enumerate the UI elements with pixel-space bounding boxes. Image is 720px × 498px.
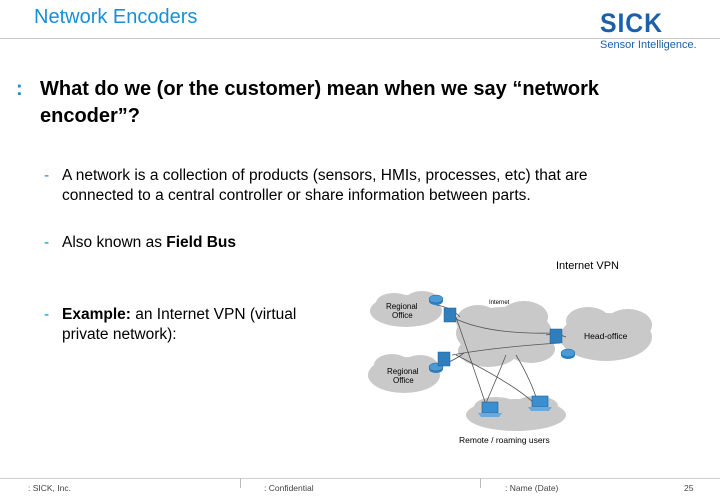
point-field-bus: - Also known as Field Bus xyxy=(44,233,444,255)
point-text: Also known as Field Bus xyxy=(62,233,236,253)
footer-separator xyxy=(240,478,241,488)
point-dash: - xyxy=(44,167,50,184)
internet-cloud xyxy=(456,301,555,367)
internet-label: Internet xyxy=(489,300,510,306)
sick-logo: SICK Sensor Intelligence. xyxy=(600,8,710,52)
regional-office-1-line-2: Office xyxy=(392,311,413,320)
main-question: What do we (or the customer) mean when w… xyxy=(40,78,599,127)
point-example: - Example: an Internet VPN (virtual priv… xyxy=(44,305,334,347)
footer-divider xyxy=(0,478,720,479)
point-prefix: Also known as xyxy=(62,234,167,251)
point-dash: - xyxy=(44,306,50,323)
footer-company: : SICK, Inc. xyxy=(28,483,71,493)
regional-office-2-line-1: Regional xyxy=(387,367,419,376)
head-office-cloud xyxy=(560,307,652,361)
head-office-label: Head-office xyxy=(584,331,628,341)
remote-users-label: Remote / roaming users xyxy=(459,435,550,445)
vpn-diagram: Internet VPN Internet Regional Office Re… xyxy=(368,260,652,445)
page-number: 25 xyxy=(684,483,694,493)
logo-tagline: Sensor Intelligence. xyxy=(600,39,697,51)
firewall-icon xyxy=(437,351,451,367)
example-suffix: an Internet VPN (virtual private network… xyxy=(62,306,297,343)
regional-office-2-line-2: Office xyxy=(393,376,414,385)
regional-office-1-line-1: Regional xyxy=(386,302,418,311)
point-dash: - xyxy=(44,234,50,251)
footer-name-date: : Name (Date) xyxy=(505,483,559,493)
example-emphasis: Example: xyxy=(62,306,131,323)
firewall-icon xyxy=(443,307,457,323)
regional-office-cloud-2 xyxy=(368,354,440,393)
point-text: Example: an Internet VPN (virtual privat… xyxy=(62,305,322,345)
slide-title: Network Encoders xyxy=(34,6,198,28)
footer-confidential: : Confidential xyxy=(264,483,314,493)
header-divider xyxy=(0,38,720,39)
laptop-icon xyxy=(478,401,502,417)
router-icon xyxy=(428,294,444,305)
diagram-title: Internet VPN xyxy=(556,260,619,272)
point-network-definition: - A network is a collection of products … xyxy=(44,166,654,208)
footer-separator xyxy=(480,478,481,488)
firewall-icon xyxy=(549,328,563,344)
bullet-marker: : xyxy=(16,78,23,100)
laptop-icon xyxy=(528,395,552,411)
field-bus-emphasis: Field Bus xyxy=(166,234,237,251)
router-icon xyxy=(560,348,576,359)
point-text: A network is a collection of products (s… xyxy=(62,167,588,204)
logo-wordmark: SICK xyxy=(600,8,664,38)
